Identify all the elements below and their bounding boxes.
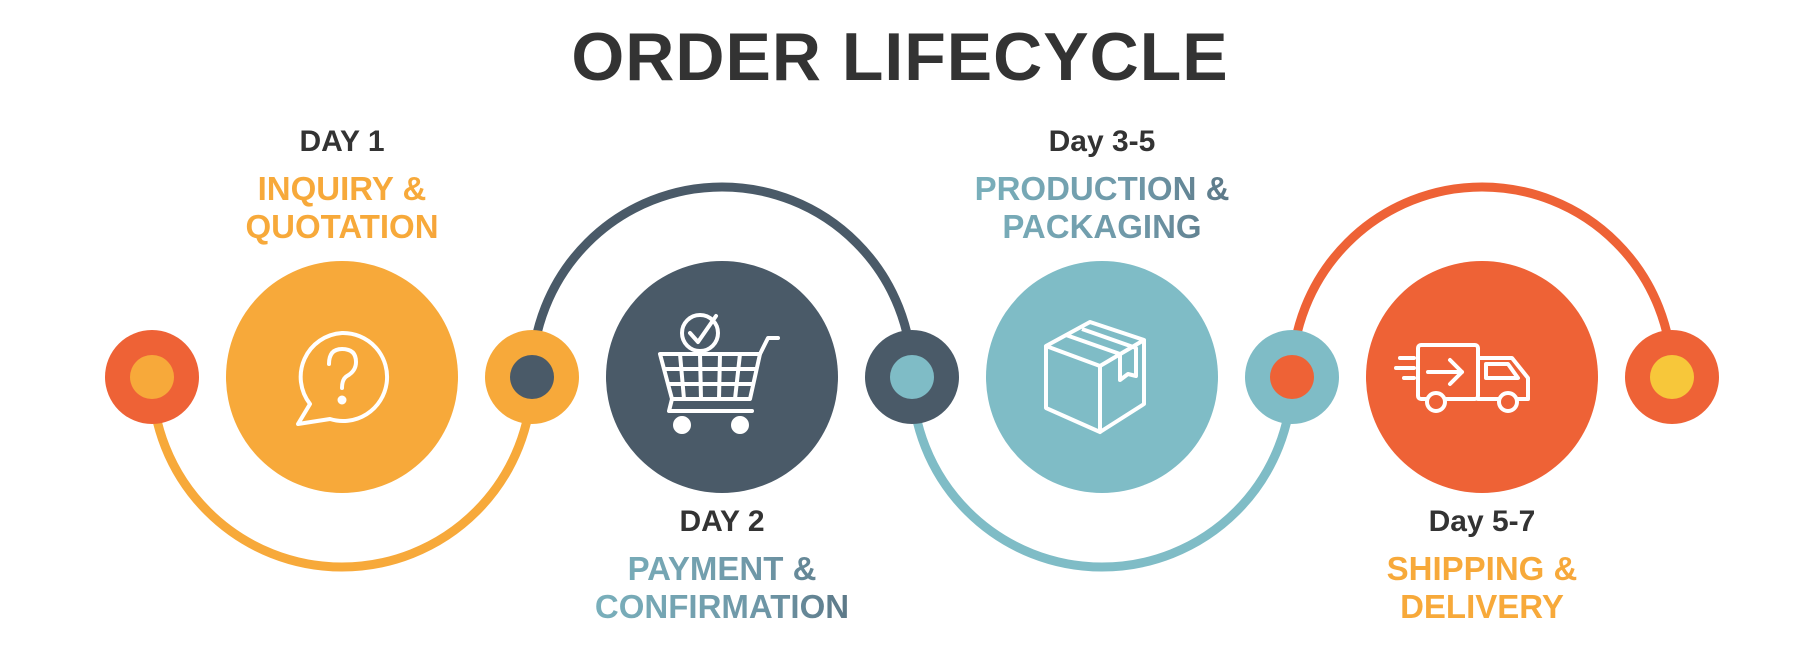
node-start bbox=[105, 330, 199, 424]
step2-circle bbox=[606, 261, 838, 493]
step2-title-line1: PAYMENT & bbox=[627, 550, 817, 587]
arc-step2-upper bbox=[527, 182, 917, 378]
step2-title: PAYMENT & CONFIRMATION bbox=[512, 550, 932, 626]
node-1-2 bbox=[485, 330, 579, 424]
arc-step1-lower bbox=[147, 376, 537, 572]
step1-title: INQUIRY & QUOTATION bbox=[132, 170, 552, 246]
step3-title-line2: PACKAGING bbox=[1002, 208, 1202, 245]
step4-circle bbox=[1366, 261, 1598, 493]
node-end bbox=[1625, 330, 1719, 424]
shopping-cart-check-icon bbox=[658, 313, 780, 434]
step1-day: DAY 1 bbox=[299, 125, 385, 158]
step2-label: DAY 2 PAYMENT & CONFIRMATION bbox=[512, 502, 932, 626]
step3-title: PRODUCTION & PACKAGING bbox=[892, 170, 1312, 246]
step3-label: Day 3-5 PRODUCTION & PACKAGING bbox=[892, 122, 1312, 246]
step2-title-line2: CONFIRMATION bbox=[594, 588, 850, 625]
arc-step4-upper bbox=[1287, 182, 1677, 378]
step4-title-line1: SHIPPING & bbox=[1386, 550, 1578, 587]
step1-circle bbox=[226, 261, 458, 493]
diagram-title: ORDER LIFECYCLE bbox=[571, 19, 1229, 95]
step4-title: SHIPPING & DELIVERY bbox=[1272, 550, 1692, 626]
step3-title-line1: PRODUCTION & bbox=[974, 170, 1230, 207]
arc-step3-lower bbox=[907, 376, 1297, 572]
step4-day: Day 5-7 bbox=[1428, 505, 1536, 538]
step1-title-line2: QUOTATION bbox=[245, 208, 439, 245]
step4-title-line2: DELIVERY bbox=[1400, 588, 1564, 625]
step3-day: Day 3-5 bbox=[1048, 125, 1156, 158]
step4-label: Day 5-7 SHIPPING & DELIVERY bbox=[1272, 502, 1692, 626]
delivery-truck-icon bbox=[1394, 343, 1530, 413]
step1-title-line1: INQUIRY & bbox=[257, 170, 427, 207]
chat-question-icon bbox=[296, 330, 390, 426]
node-3-4 bbox=[1245, 330, 1339, 424]
node-2-3 bbox=[865, 330, 959, 424]
box-icon bbox=[1044, 320, 1146, 434]
step1-label: DAY 1 INQUIRY & QUOTATION bbox=[132, 122, 552, 246]
step2-day: DAY 2 bbox=[679, 505, 765, 538]
